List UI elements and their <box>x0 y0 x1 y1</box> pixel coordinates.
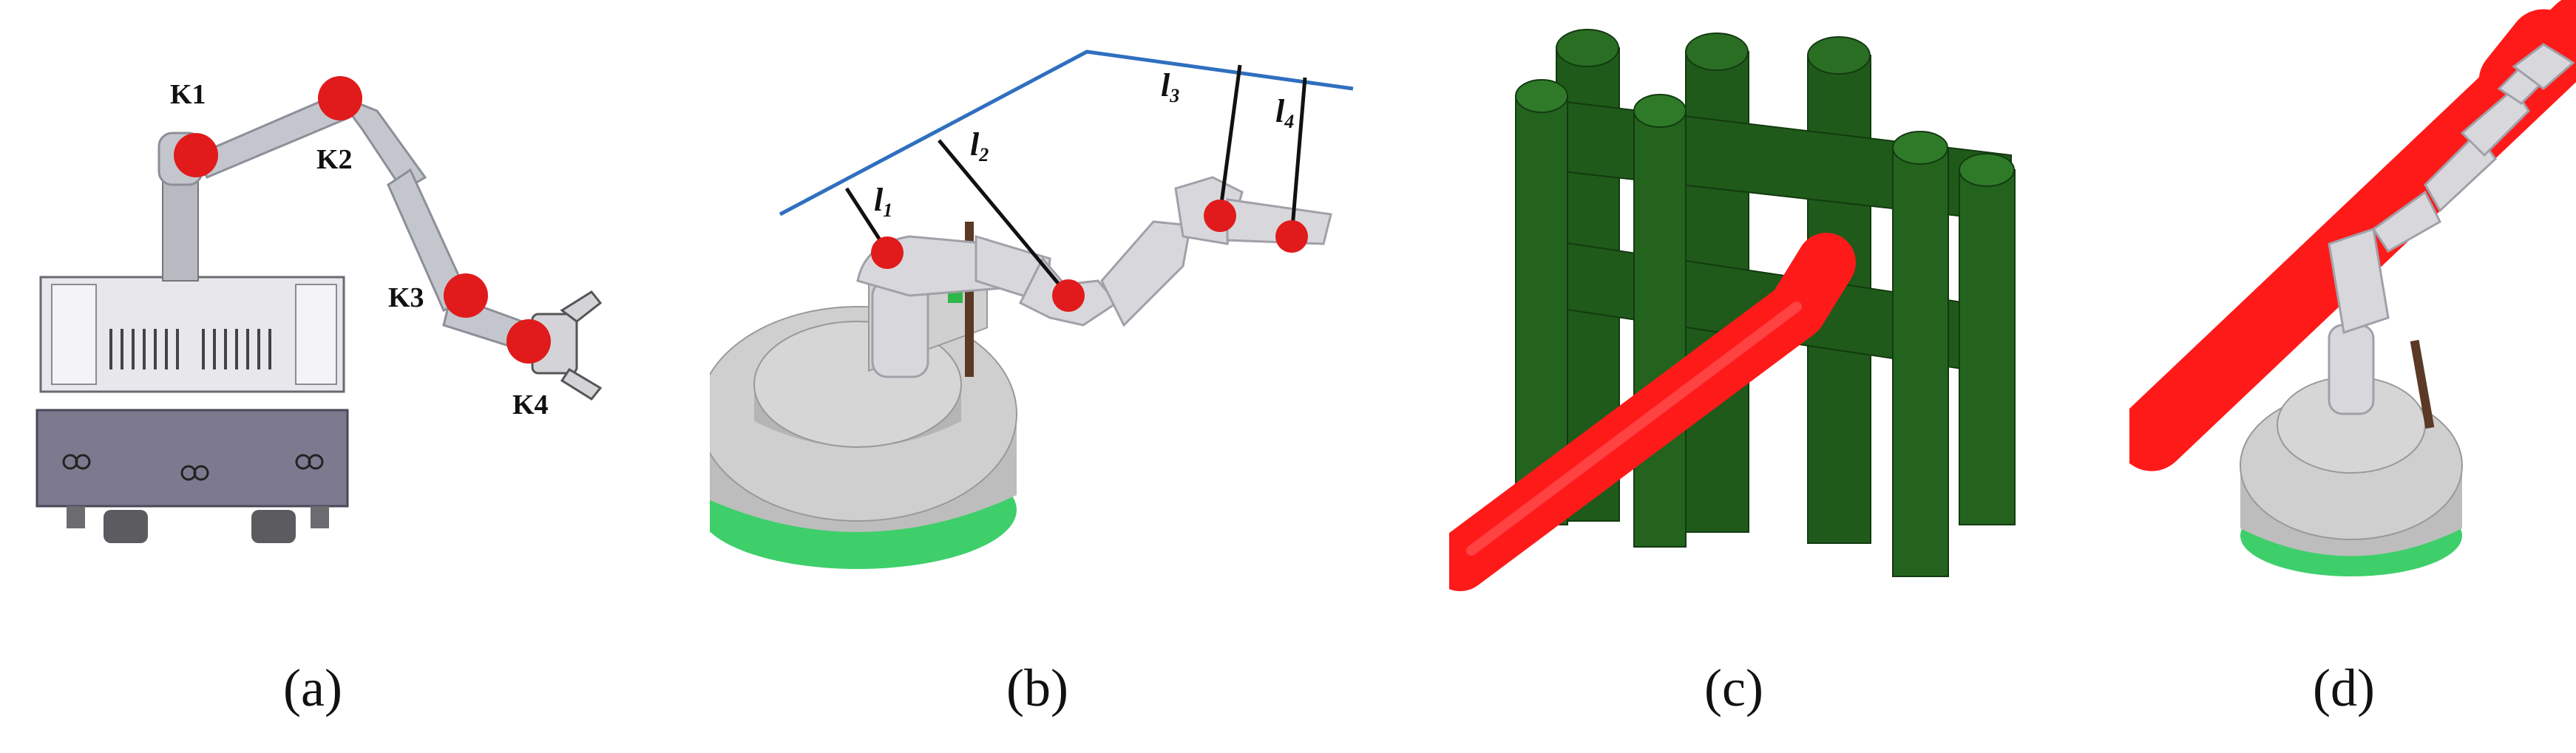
caption-b: (b) <box>1006 658 1068 718</box>
robot-cad-illustration: K1 K2 K3 K4 <box>35 76 603 543</box>
link-l1-label: l1 <box>874 182 892 221</box>
link-l3-label: l3 <box>1161 67 1179 106</box>
joint-2-marker <box>1052 279 1085 312</box>
arm-path-illustration <box>2129 0 2576 576</box>
link-l2-label: l2 <box>970 126 989 166</box>
robot-arm <box>2328 43 2575 415</box>
joint-k2-label: K2 <box>316 144 353 175</box>
joint-k1-label: K1 <box>170 79 206 110</box>
panel-b: l1 l2 l3 l4 <box>710 0 1375 636</box>
joint-k4-label: K4 <box>512 389 549 420</box>
caption-d: (d) <box>2313 658 2375 718</box>
panel-c <box>1449 0 2041 636</box>
joint-1-marker <box>871 236 904 269</box>
joint-k3-label: K3 <box>388 282 424 313</box>
joint-k1-marker <box>174 133 218 177</box>
robot-arm <box>856 176 1332 378</box>
joint-3-marker <box>1204 200 1236 232</box>
link-l4-label: l4 <box>1275 93 1294 132</box>
panel-a: K1 K2 K3 K4 <box>0 0 643 636</box>
reference-plane-line <box>779 50 1354 217</box>
caption-a: (a) <box>283 658 342 718</box>
joint-4-marker <box>1275 220 1308 253</box>
arm-column <box>162 169 199 282</box>
joint-k3-marker <box>444 273 488 318</box>
link-distance-illustration: l1 l2 l3 l4 <box>710 50 1354 569</box>
robot-chassis <box>35 409 349 508</box>
joint-k4-marker <box>506 319 551 364</box>
caption-c: (c) <box>1704 658 1763 718</box>
obstacle-path-illustration <box>1449 29 2016 591</box>
obstacle-pillars <box>1515 29 2016 577</box>
joint-k2-marker <box>318 76 362 120</box>
panel-d <box>2129 0 2576 636</box>
